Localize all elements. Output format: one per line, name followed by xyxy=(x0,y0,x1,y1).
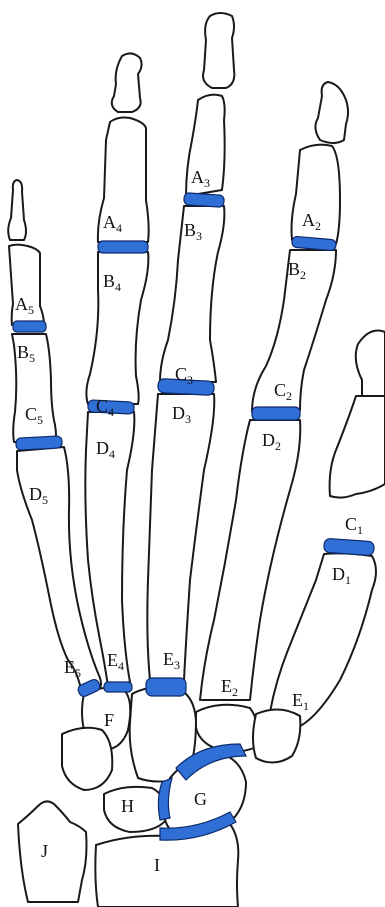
label-h: H xyxy=(121,796,134,816)
bone-distal-4 xyxy=(112,53,142,112)
joint-c5-d5 xyxy=(16,436,63,450)
bone-c1 xyxy=(330,396,385,498)
joint-c2-d2 xyxy=(252,407,300,420)
joint-c1-d1 xyxy=(324,538,375,555)
bone-distal-2 xyxy=(315,82,348,143)
bone-distal-3 xyxy=(203,13,234,88)
label-f: F xyxy=(104,710,114,730)
joint-a3-b3 xyxy=(184,193,225,208)
bone-distal-5 xyxy=(8,180,26,240)
bone-hamate xyxy=(62,728,112,790)
label-g: G xyxy=(194,789,207,809)
joint-e4 xyxy=(104,682,132,692)
joint-a5-b5 xyxy=(13,321,46,332)
bone-d1 xyxy=(270,553,376,728)
bone-b4 xyxy=(86,252,148,404)
label-c1: C1 xyxy=(345,514,363,537)
bone-j xyxy=(18,801,87,902)
label-j: J xyxy=(41,841,48,861)
bone-h xyxy=(104,787,166,832)
joint-e3 xyxy=(146,678,186,696)
bone-d3 xyxy=(147,394,214,680)
joint-a4-b4 xyxy=(98,241,148,253)
label-i: I xyxy=(154,855,160,875)
bone-trapezium xyxy=(253,709,300,762)
